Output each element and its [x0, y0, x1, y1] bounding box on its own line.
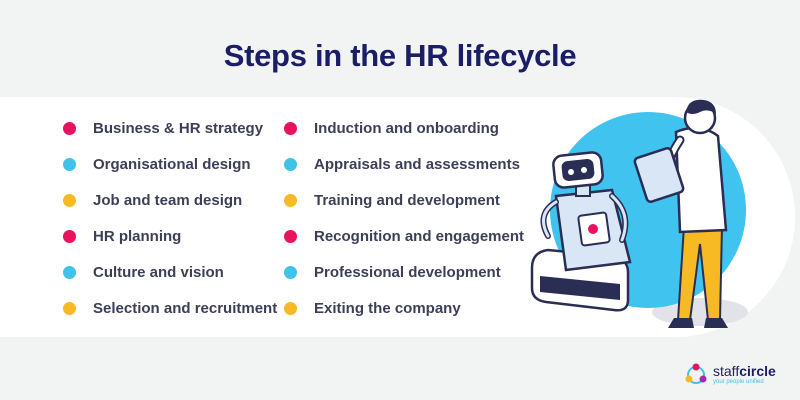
step-label: Exiting the company [314, 299, 461, 317]
bullet-dot [63, 265, 76, 279]
logo-wordmark: staffcircle [713, 364, 776, 378]
step-item: Training and development [284, 182, 524, 218]
bullet-dot [63, 121, 76, 135]
step-item: Appraisals and assessments [284, 146, 524, 182]
bullet-dot [63, 301, 76, 315]
step-label: Organisational design [93, 155, 251, 173]
step-label: HR planning [93, 227, 182, 245]
person-with-tablet-and-robot-illustration [530, 99, 748, 328]
step-item: Job and team design [63, 182, 277, 218]
step-label: Selection and recruitment [93, 299, 278, 317]
step-label: Professional development [314, 263, 501, 281]
step-label: Recognition and engagement [314, 227, 525, 245]
bullet-dot [284, 193, 297, 207]
step-item: Organisational design [63, 146, 277, 182]
step-item: Recognition and engagement [284, 218, 524, 254]
bullet-dot [63, 157, 76, 171]
step-label: Induction and onboarding [314, 119, 499, 137]
page-title: Steps in the HR lifecycle [223, 38, 577, 73]
step-label: Business & HR strategy [93, 119, 264, 137]
staffcircle-logo-icon [685, 363, 707, 384]
step-label: Culture and vision [93, 263, 224, 281]
logo-tagline: your people unified [713, 379, 764, 385]
step-item: Business & HR strategy [63, 110, 277, 146]
step-item: Selection and recruitment [63, 290, 277, 326]
bullet-dot [284, 301, 297, 315]
bullet-dot [284, 229, 297, 243]
logo-wordmark-bold: circle [739, 363, 776, 379]
step-item: Professional development [284, 254, 524, 290]
bullet-dot [63, 229, 76, 243]
step-item: HR planning [63, 218, 277, 254]
step-item: Induction and onboarding [284, 110, 524, 146]
bullet-dot [284, 157, 297, 171]
bullet-dot [284, 265, 297, 279]
steps-list-right: Induction and onboarding Appraisals and … [284, 110, 524, 326]
step-label: Job and team design [93, 191, 243, 209]
step-item: Culture and vision [63, 254, 277, 290]
bullet-dot [63, 193, 76, 207]
step-label: Training and development [314, 191, 500, 209]
logo-wordmark-light: staff [713, 363, 740, 379]
staffcircle-logo: staffcircle your people unified [683, 362, 776, 388]
bullet-dot [284, 121, 297, 135]
steps-list-left: Business & HR strategy Organisational de… [63, 110, 277, 326]
step-item: Exiting the company [284, 290, 524, 326]
step-label: Appraisals and assessments [314, 155, 520, 173]
